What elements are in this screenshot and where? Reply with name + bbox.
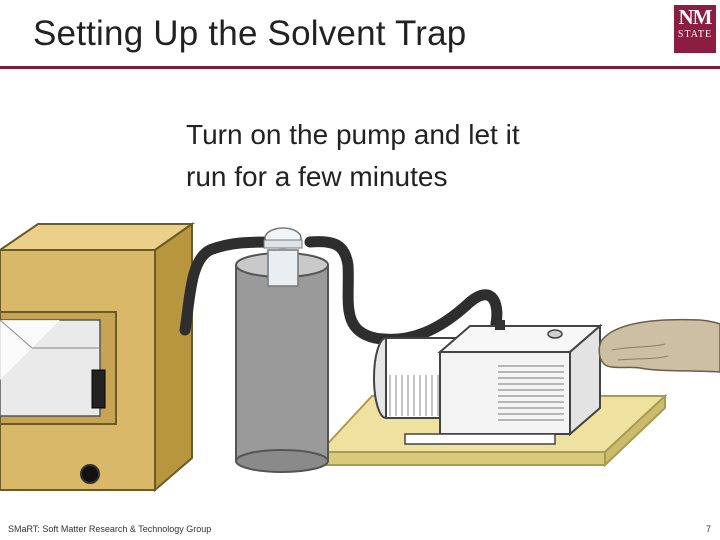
instruction-text: Turn on the pump and let it run for a fe…	[186, 114, 646, 198]
solvent-trap-dewar	[235, 227, 329, 473]
footer-group-name: SMaRT: Soft Matter Research & Technology…	[8, 524, 212, 534]
slide-title: Setting Up the Solvent Trap	[33, 14, 467, 53]
slide-number: 7	[705, 524, 711, 534]
oven-knob	[80, 464, 100, 484]
vacuum-hose	[179, 236, 503, 345]
instruction-line-2: run for a few minutes	[186, 161, 448, 192]
title-divider	[0, 66, 720, 69]
oven-latch	[91, 369, 106, 409]
instruction-line-1: Turn on the pump and let it	[186, 119, 520, 150]
vacuum-pump	[373, 320, 603, 445]
logo-line1: NM	[678, 5, 713, 29]
oven	[0, 222, 196, 493]
pump-cap	[547, 329, 563, 339]
logo-line2: STATE	[677, 29, 713, 40]
pump-setup-illustration	[0, 222, 720, 493]
nmsu-logo: NM STATE	[674, 5, 716, 53]
hand	[598, 318, 720, 373]
trap-glass	[267, 249, 299, 287]
